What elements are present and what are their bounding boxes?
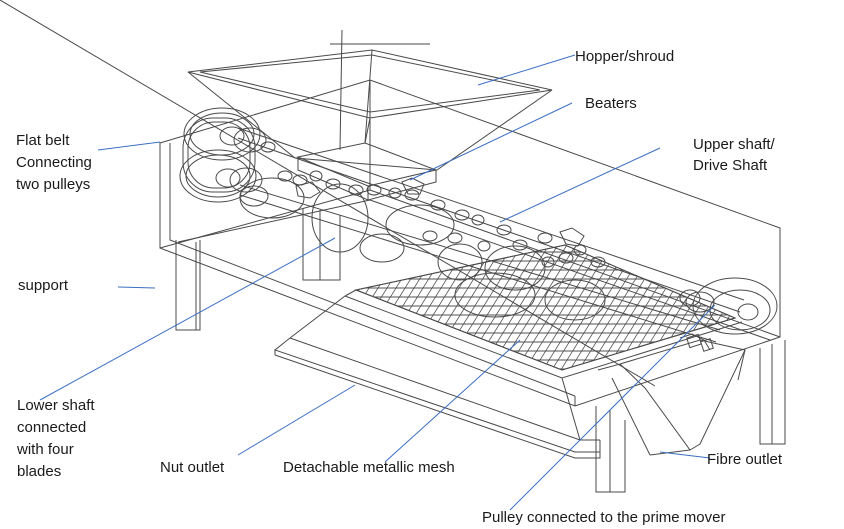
hopper-label: Hopper/shroud [575,48,675,65]
left-pulley-belt [179,107,269,207]
leader-lines [39,54,716,511]
upper-shaft-label-line1: Upper shaft/ [693,136,775,153]
lower-shaft-label-line3: with four [17,441,74,458]
upper-shaft-label-line2: Drive Shaft [693,157,768,174]
fibre-outlet-label: Fibre outlet [707,451,783,468]
right-pulley [679,277,778,352]
mesh-tray [344,244,743,379]
lower-shaft-label-line4: blades [17,463,62,480]
fibre-outlet-chute [0,0,746,456]
flat-belt-label-line3: two pulleys [16,176,91,193]
lower-shaft-label-line1: Lower shaft [17,397,95,414]
flat-belt-label-line1: Flat belt [16,132,70,149]
flat-belt-label-line2: Connecting [16,154,92,171]
hopper-shape [187,29,553,201]
lower-shaft-label-line2: connected [17,419,87,436]
support-legs [175,208,786,493]
mesh-label: Detachable metallic mesh [283,459,455,476]
upper-shaft [237,127,745,313]
nut-outlet-label: Nut outlet [160,459,225,476]
support-label: support [18,277,69,294]
beaters-label: Beaters [585,95,637,112]
pulley-prime-label: Pulley connected to the prime mover [482,509,726,526]
